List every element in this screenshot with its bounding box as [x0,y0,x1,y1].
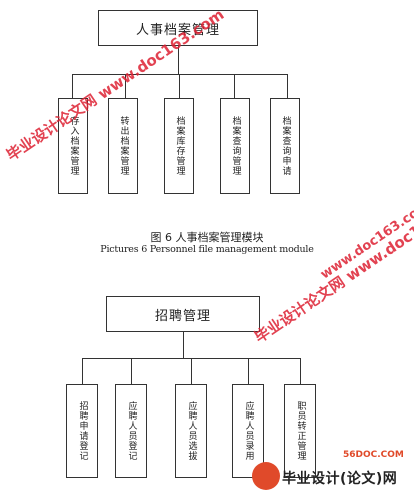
connector [183,332,184,358]
child-node: 档案库存管理 [164,98,194,194]
connector [82,358,83,384]
child-node: 档案查询申请 [270,98,300,194]
connector [287,74,288,98]
connector [72,74,73,98]
child-node: 招聘申请登记 [66,384,98,478]
connector [300,358,301,384]
child-node-label: 档案查询管理 [230,116,241,176]
child-node: 应聘人员录用 [232,384,264,478]
figure-caption-zh: 图 6 人事档案管理模块 [150,231,264,244]
child-node-label: 职员转正管理 [295,401,306,461]
child-node: 职员转正管理 [284,384,316,478]
child-node-label: 招聘申请登记 [77,401,88,461]
child-node: 存入档案管理 [58,98,88,194]
connector [179,74,180,98]
child-node: 档案查询管理 [220,98,250,194]
connector [131,358,132,384]
child-node-label: 档案库存管理 [174,116,185,176]
child-node-label: 应聘人员登记 [126,401,137,461]
site-logo: 56DOC.COM 毕业设计(论文)网 [248,444,414,496]
logo-text: 毕业设计(论文)网 [282,471,398,487]
child-node: 应聘人员登记 [115,384,147,478]
root-node-recruitment: 招聘管理 [106,296,260,332]
child-node-label: 转出档案管理 [118,116,129,176]
child-node: 转出档案管理 [108,98,138,194]
child-node-label: 档案查询申请 [280,116,291,176]
connector [248,358,249,384]
root-node-personnel-files: 人事档案管理 [98,10,258,46]
logo-emblem-icon [252,462,280,490]
child-node-label: 应聘人员选拔 [186,401,197,461]
child-node-label: 应聘人员录用 [243,401,254,461]
child-node-label: 存入档案管理 [68,116,79,176]
child-node: 应聘人员选拔 [175,384,207,478]
logo-url: 56DOC.COM [343,450,404,460]
figure-caption-en: Pictures 6 Personnel file management mod… [100,244,314,255]
connector [125,74,126,98]
connector [234,74,235,98]
connector [191,358,192,384]
connector [178,46,179,74]
